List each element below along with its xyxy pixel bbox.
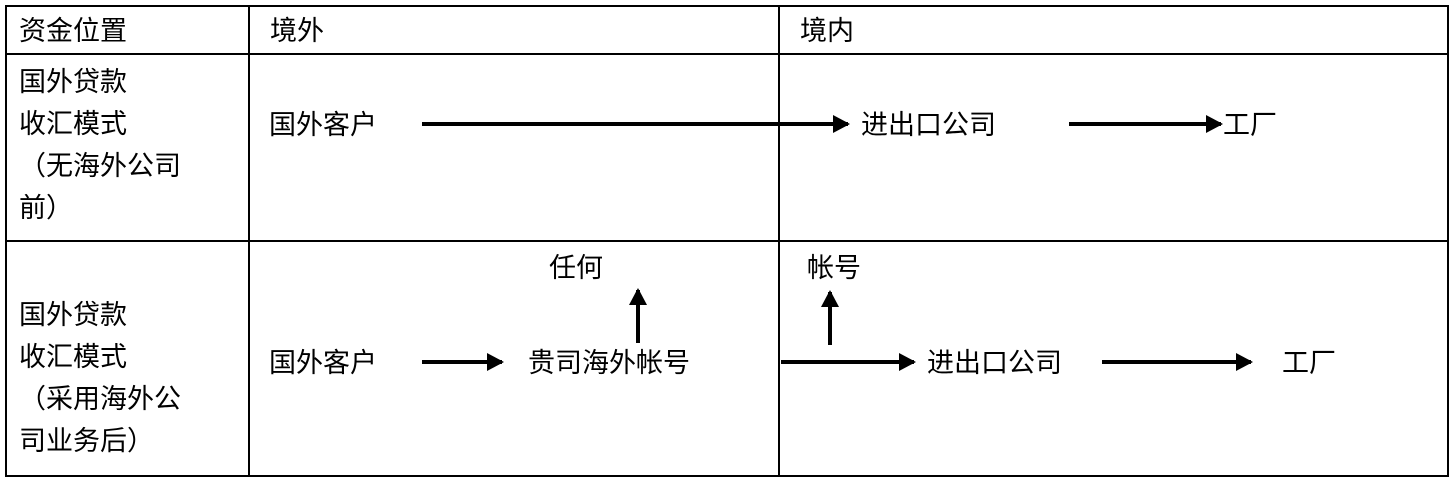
row-2-offshore-node-1: 国外客户 <box>269 348 377 379</box>
header-col3: 境内 <box>800 16 854 47</box>
row-1-arrow-1 <box>422 122 848 126</box>
row-1-arrow-2 <box>1069 122 1221 126</box>
row-divider-header <box>7 53 1447 55</box>
row-2-onshore-annotation: 帐号 <box>807 253 861 284</box>
row-1-label: 国外贷款 收汇模式 （无海外公司 前） <box>19 67 181 224</box>
header-col2: 境外 <box>270 16 324 47</box>
row-2-arrow-1 <box>422 360 502 364</box>
row-2-offshore-node-2: 贵司海外帐号 <box>528 348 690 379</box>
row-2-arrow-3 <box>1102 360 1251 364</box>
header-col1: 资金位置 <box>19 16 127 47</box>
row-1-onshore-node-2: 工厂 <box>1223 110 1277 141</box>
funds-flow-table: 资金位置 境外 境内 国外贷款 收汇模式 （无海外公司 前） 国外客户 进出口公… <box>5 5 1449 477</box>
row-2-onshore-node-2: 工厂 <box>1282 348 1336 379</box>
row-2-offshore-annotation: 任何 <box>549 253 603 284</box>
row-2-label: 国外贷款 收汇模式 （采用海外公 司业务后） <box>19 300 181 457</box>
row-2-onshore-node-1: 进出口公司 <box>927 348 1062 379</box>
row-1-offshore-node-1: 国外客户 <box>269 110 377 141</box>
row-divider-1 <box>7 240 1447 242</box>
row-2-offshore-up-arrow <box>636 290 640 343</box>
row-2-onshore-up-arrow <box>828 292 832 345</box>
row-2-arrow-2 <box>781 360 914 364</box>
row-1-onshore-node-1: 进出口公司 <box>861 110 996 141</box>
